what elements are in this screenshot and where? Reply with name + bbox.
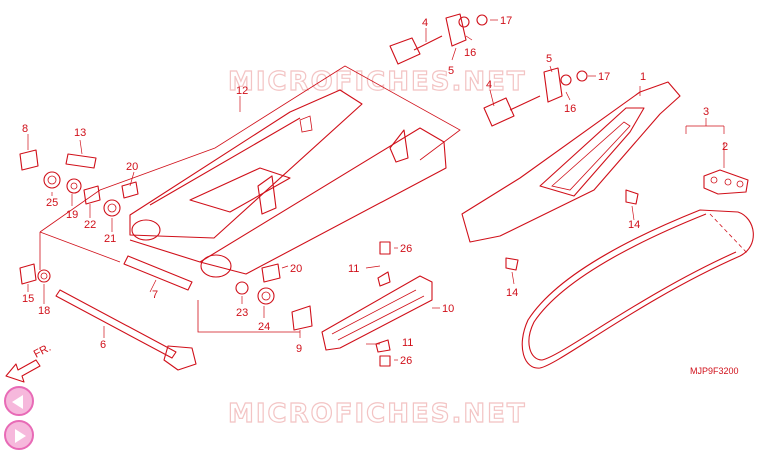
callout-15: 15 — [22, 293, 34, 305]
front-label: FR. — [32, 342, 53, 361]
callout-4-top: 4 — [422, 17, 428, 29]
next-button[interactable] — [4, 420, 34, 450]
leader-lines — [27, 19, 725, 361]
callout-19: 19 — [66, 209, 78, 221]
callout-8: 8 — [22, 123, 28, 135]
bearings-right — [235, 263, 313, 331]
callout-14-top: 14 — [628, 219, 640, 231]
diagram-code: MJP9F3200 — [690, 366, 739, 376]
callout-6: 6 — [100, 339, 106, 351]
callout-14-bottom: 14 — [506, 287, 518, 299]
callout-18: 18 — [38, 305, 50, 317]
swingarm — [129, 89, 447, 278]
watermark-bottom: MICROFICHES.NET — [228, 399, 527, 429]
callout-11-bottom: 11 — [402, 337, 413, 349]
drive-chain — [521, 209, 754, 369]
callout-3: 3 — [703, 106, 709, 118]
callout-11-top: 11 — [348, 263, 359, 275]
callout-12: 12 — [236, 85, 248, 97]
chevron-left-icon — [12, 395, 23, 409]
callout-9: 9 — [296, 343, 302, 355]
pivot-collar — [123, 255, 193, 291]
chain-adjusters — [389, 13, 588, 127]
callout-25: 25 — [46, 197, 58, 209]
front-arrow: FR. — [5, 342, 53, 383]
chain-slider — [321, 271, 433, 353]
callout-13: 13 — [74, 127, 86, 139]
screws — [379, 189, 639, 367]
chain-link-kit — [703, 169, 749, 195]
callout-16-top: 16 — [464, 47, 476, 59]
callout-1: 1 — [640, 71, 646, 83]
callout-22: 22 — [84, 219, 96, 231]
callout-7: 7 — [152, 289, 158, 301]
bearings-left — [19, 149, 139, 285]
callout-2: 2 — [722, 141, 728, 153]
callout-10: 10 — [442, 303, 454, 315]
chevron-right-icon — [15, 429, 26, 443]
callout-17-top: 17 — [500, 15, 512, 27]
callout-20-bottom: 20 — [290, 263, 302, 275]
callout-21: 21 — [104, 233, 116, 245]
callout-17-bottom: 17 — [598, 71, 610, 83]
callout-26-bottom: 26 — [400, 355, 412, 367]
callout-24: 24 — [258, 321, 270, 333]
callout-23: 23 — [236, 307, 248, 319]
bracket-3 — [685, 118, 725, 134]
callout-5-top: 5 — [448, 65, 454, 77]
callout-5-bottom: 5 — [546, 53, 552, 65]
assembly-outline — [39, 65, 461, 333]
previous-button[interactable] — [4, 386, 34, 416]
pivot-bolt — [55, 289, 197, 371]
callout-16-bottom: 16 — [564, 103, 576, 115]
callout-20-top: 20 — [126, 161, 138, 173]
chain-guard — [461, 81, 681, 243]
callout-4-bottom: 4 — [486, 79, 492, 91]
callout-26-top: 26 — [400, 243, 412, 255]
watermark-top: MICROFICHES.NET — [228, 67, 527, 97]
